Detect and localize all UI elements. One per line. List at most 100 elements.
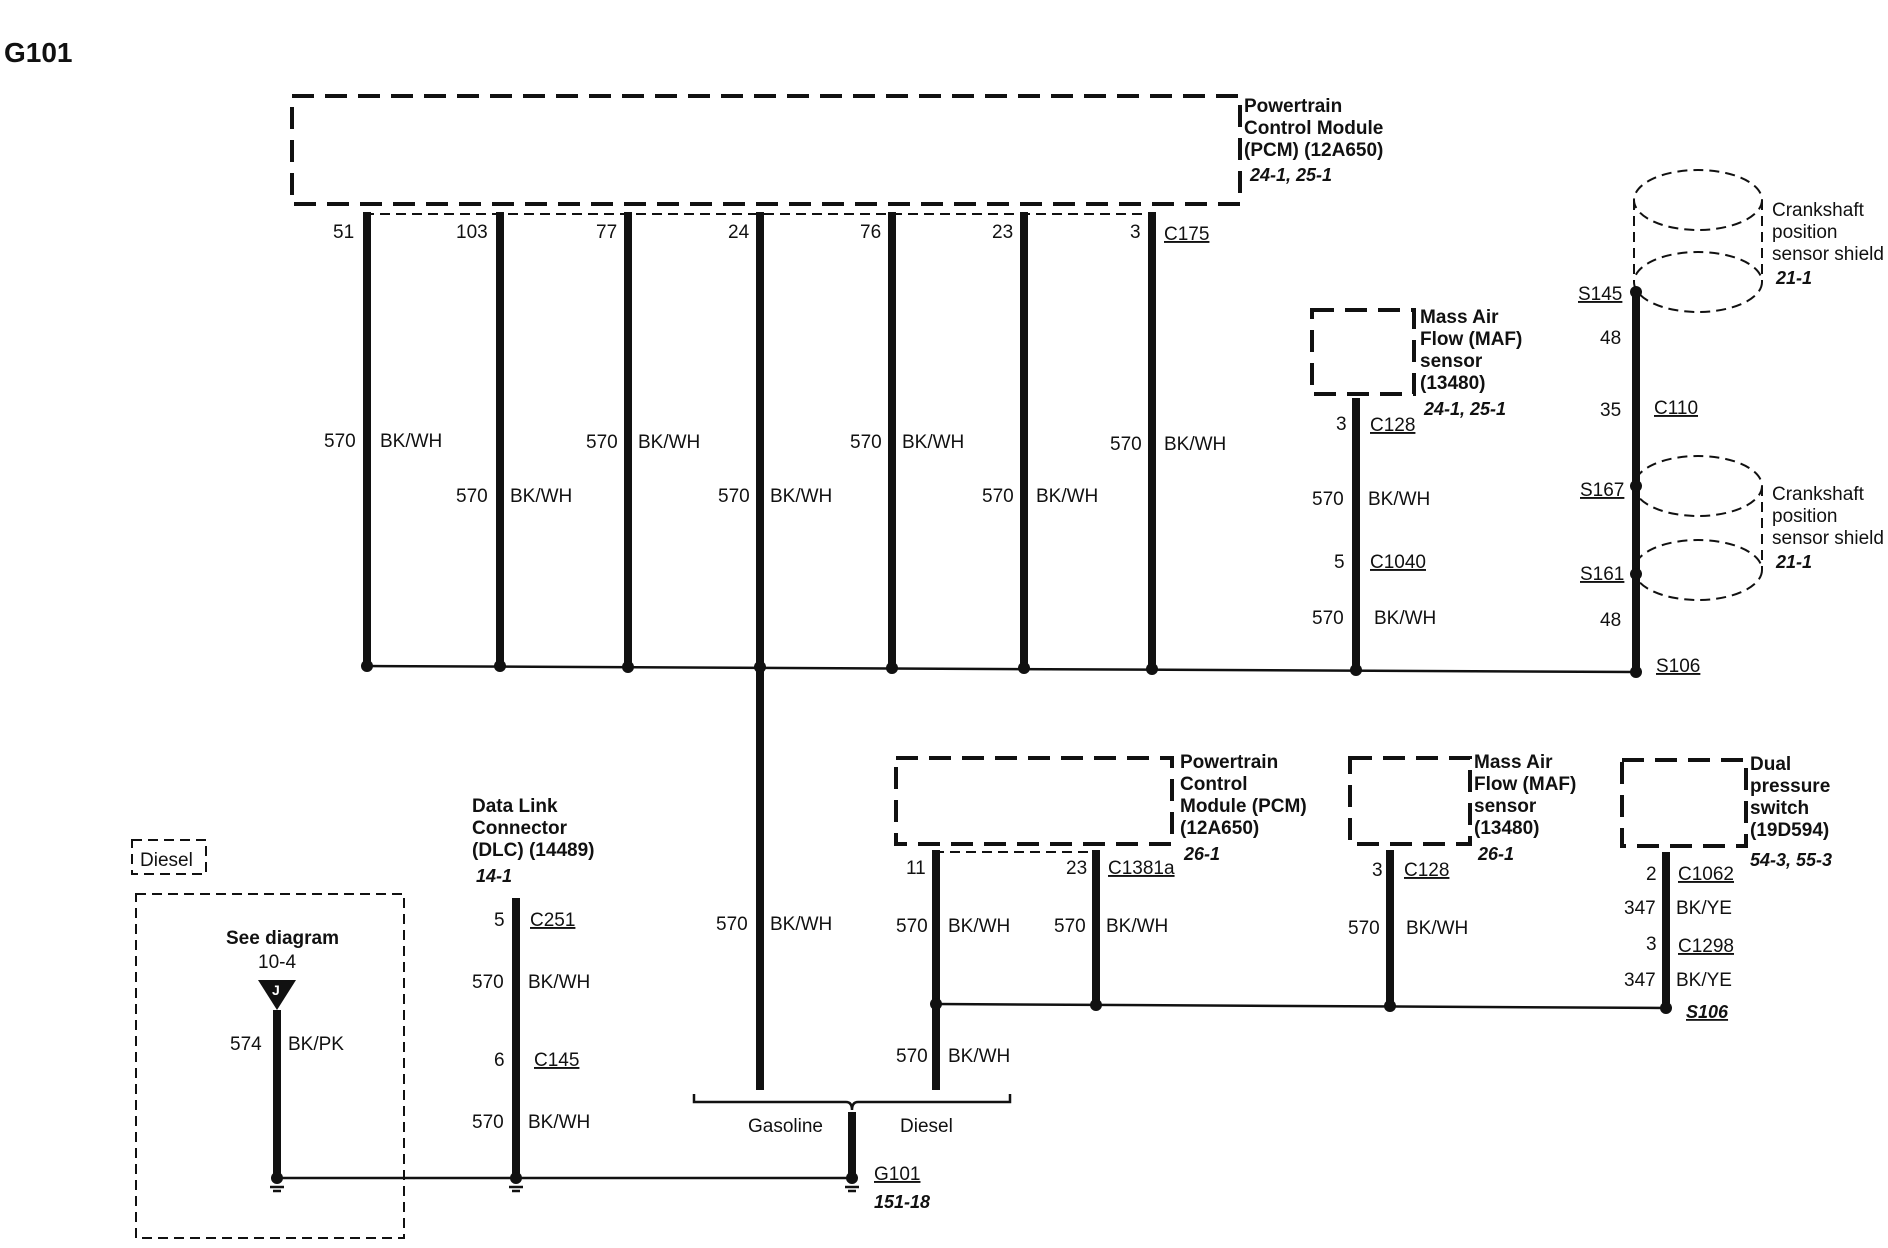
pcm-top-label: Powertrain Control Module (PCM) (12A650)… <box>1244 96 1383 185</box>
svg-text:Module (PCM): Module (PCM) <box>1180 796 1307 817</box>
svg-text:BK/WH: BK/WH <box>770 914 832 935</box>
svg-text:(DLC) (14489): (DLC) (14489) <box>472 840 594 861</box>
ground-bus-diesel <box>935 1002 1667 1010</box>
ground-symbols <box>270 1172 859 1193</box>
svg-text:sensor: sensor <box>1420 351 1483 372</box>
jumper-letter: J <box>272 982 280 998</box>
svg-text:BK/WH: BK/WH <box>510 486 572 507</box>
svg-text:sensor: sensor <box>1474 796 1537 817</box>
svg-text:(13480): (13480) <box>1474 818 1540 839</box>
svg-text:570: 570 <box>716 914 748 935</box>
pcm-diesel-label: Powertrain Control Module (PCM) (12A650)… <box>1180 752 1307 864</box>
dual-pressure-switch-box <box>1620 758 1748 848</box>
svg-text:(19D594): (19D594) <box>1750 820 1829 841</box>
jumper-triangle-icon <box>258 980 296 1010</box>
svg-text:pressure: pressure <box>1750 776 1830 797</box>
svg-text:C128: C128 <box>1370 415 1415 436</box>
svg-text:77: 77 <box>596 222 617 243</box>
svg-text:570: 570 <box>472 972 504 993</box>
svg-text:Connector: Connector <box>472 818 568 839</box>
svg-text:Control: Control <box>1180 774 1248 795</box>
svg-text:24-1, 25-1: 24-1, 25-1 <box>1249 165 1332 185</box>
svg-text:BK/WH: BK/WH <box>1368 489 1430 510</box>
svg-text:570: 570 <box>472 1112 504 1133</box>
svg-text:(PCM) (12A650): (PCM) (12A650) <box>1244 140 1383 161</box>
svg-text:BK/WH: BK/WH <box>1374 608 1436 629</box>
ground-g101-label: G101 151-18 <box>874 1164 930 1212</box>
svg-text:C1298: C1298 <box>1678 936 1734 957</box>
dlc-label: Data Link Connector (DLC) (14489) 14-1 <box>472 796 594 886</box>
svg-text:48: 48 <box>1600 610 1621 631</box>
svg-text:Data Link: Data Link <box>472 796 558 817</box>
svg-text:6: 6 <box>494 1050 505 1071</box>
svg-text:Crankshaft: Crankshaft <box>1772 484 1865 505</box>
svg-text:Powertrain: Powertrain <box>1180 752 1278 773</box>
svg-text:570: 570 <box>1110 434 1142 455</box>
maf-top-labels: 3 C128 570 BK/WH 5 C1040 570 BK/WH <box>1312 414 1436 629</box>
svg-text:570: 570 <box>718 486 750 507</box>
svg-text:C1040: C1040 <box>1370 552 1426 573</box>
svg-text:151-18: 151-18 <box>874 1192 930 1212</box>
svg-text:Crankshaft: Crankshaft <box>1772 200 1865 221</box>
svg-text:BK/WH: BK/WH <box>770 486 832 507</box>
svg-text:C110: C110 <box>1654 398 1698 419</box>
svg-text:570: 570 <box>896 916 928 937</box>
diesel-tag-label: Diesel <box>140 850 193 871</box>
svg-text:sensor shield: sensor shield <box>1772 244 1884 265</box>
svg-text:BK/WH: BK/WH <box>1164 434 1226 455</box>
maf-top-box <box>1310 308 1416 396</box>
svg-text:BK/WH: BK/WH <box>1036 486 1098 507</box>
svg-text:position: position <box>1772 222 1838 243</box>
svg-text:Dual: Dual <box>1750 754 1791 775</box>
svg-text:BK/WH: BK/WH <box>1406 918 1468 939</box>
svg-text:Diesel: Diesel <box>900 1116 953 1137</box>
svg-text:103: 103 <box>456 222 488 243</box>
svg-text:347: 347 <box>1624 898 1656 919</box>
svg-text:23: 23 <box>1066 858 1087 879</box>
maf-diesel-box <box>1348 756 1472 846</box>
svg-text:C251: C251 <box>530 910 575 931</box>
svg-text:BK/WH: BK/WH <box>948 916 1010 937</box>
diesel-tag-box <box>131 839 207 875</box>
svg-text:position: position <box>1772 506 1838 527</box>
svg-text:S106: S106 <box>1656 656 1700 677</box>
svg-text:24: 24 <box>728 222 750 243</box>
svg-text:3: 3 <box>1336 414 1347 435</box>
svg-text:Mass Air: Mass Air <box>1474 752 1553 773</box>
pcm-diesel-box <box>894 756 1174 846</box>
gasoline-trunk-label: 570 BK/WH <box>716 914 832 935</box>
svg-text:BK/YE: BK/YE <box>1676 898 1732 919</box>
page-title: G101 <box>4 37 73 68</box>
svg-text:switch: switch <box>1750 798 1809 819</box>
svg-text:C1381a: C1381a <box>1108 858 1175 879</box>
branch-labels: Gasoline Diesel <box>748 1116 953 1137</box>
ground-bus-diesel-dots <box>930 998 1672 1014</box>
svg-text:Powertrain: Powertrain <box>1244 96 1342 117</box>
svg-text:54-3, 55-3: 54-3, 55-3 <box>1750 850 1832 870</box>
crankshaft-shield-lower-label: Crankshaft position sensor shield 21-1 <box>1772 484 1884 572</box>
svg-text:S167: S167 <box>1580 480 1624 501</box>
svg-text:BK/YE: BK/YE <box>1676 970 1732 991</box>
crankshaft-shield-lower <box>1633 455 1763 601</box>
svg-text:C175: C175 <box>1164 224 1209 245</box>
dual-pressure-switch-labels: 2 C1062 347 BK/YE 3 C1298 347 BK/YE S106 <box>1624 864 1734 1022</box>
svg-text:BK/WH: BK/WH <box>380 431 442 452</box>
crankshaft-shield-upper-label: Crankshaft position sensor shield 21-1 <box>1772 200 1884 288</box>
svg-text:BK/PK: BK/PK <box>288 1034 344 1055</box>
svg-text:5: 5 <box>494 910 505 931</box>
gasoline-diesel-branch-bracket <box>692 1094 1012 1111</box>
svg-text:26-1: 26-1 <box>1183 844 1220 864</box>
svg-text:11: 11 <box>906 858 926 879</box>
crankshaft-shield-upper <box>1633 169 1763 313</box>
diesel-option-box <box>135 893 405 1239</box>
svg-text:3: 3 <box>1646 934 1657 955</box>
svg-text:24-1, 25-1: 24-1, 25-1 <box>1423 399 1506 419</box>
svg-text:347: 347 <box>1624 970 1656 991</box>
svg-text:G101: G101 <box>874 1164 920 1185</box>
maf-top-label: Mass Air Flow (MAF) sensor (13480) 24-1,… <box>1420 307 1522 419</box>
svg-text:26-1: 26-1 <box>1477 844 1514 864</box>
svg-text:Flow (MAF): Flow (MAF) <box>1474 774 1576 795</box>
svg-text:C145: C145 <box>534 1050 579 1071</box>
